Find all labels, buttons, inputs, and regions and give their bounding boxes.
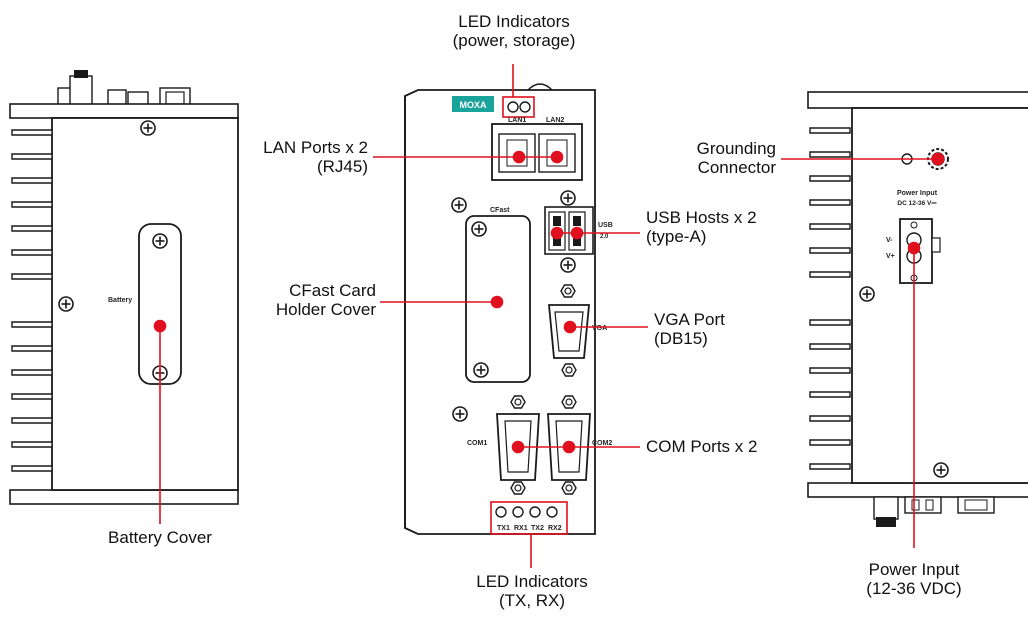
lan1-label: LAN1 (508, 117, 526, 124)
callout-grounding: Grounding Connector (670, 139, 776, 177)
callout-battery: Battery Cover (90, 528, 230, 547)
callout-lan-line2: (RJ45) (316, 157, 368, 176)
left-side-view: Battery (9, 70, 239, 505)
led-power-highlight (502, 96, 535, 118)
usb-label: USB (598, 222, 613, 229)
rx2-label: RX2 (548, 525, 562, 532)
com2-label: COM2 (592, 440, 612, 447)
led-txrx-highlight (490, 501, 568, 535)
callout-cfast-line1: CFast Card (289, 281, 376, 300)
callout-cfast-line2: Holder Cover (275, 300, 376, 319)
tx1-label: TX1 (497, 525, 510, 532)
callout-usb-line1: USB Hosts x 2 (646, 208, 757, 227)
callout-power-line1: Power Input (868, 560, 960, 579)
callout-lines (153, 64, 945, 568)
lan2-label: LAN2 (546, 117, 564, 124)
front-view: MOXA LAN1 LAN2 CFast USB 2.0 VG (404, 83, 613, 535)
callout-cfast: CFast Card Holder Cover (246, 281, 376, 319)
callout-led-txrx-line2: (TX, RX) (498, 591, 566, 610)
vplus-label: V+ (886, 253, 895, 260)
power-rating-label: DC 12-36 V⎓ (897, 200, 937, 207)
callout-vga-line1: VGA Port (654, 310, 725, 329)
callout-led-txrx-line1: LED Indicators (476, 572, 588, 591)
callout-com: COM Ports x 2 (646, 437, 786, 456)
callout-usb: USB Hosts x 2 (type-A) (646, 208, 786, 246)
callout-vga: VGA Port (DB15) (654, 310, 764, 348)
com1-label: COM1 (467, 440, 487, 447)
callout-vga-line2: (DB15) (654, 329, 708, 348)
moxa-logo (452, 96, 494, 112)
callout-led-power-line1: LED Indicators (458, 12, 570, 31)
brand-text: MOXA (460, 100, 488, 110)
rx1-label: RX1 (514, 525, 528, 532)
callout-lan: LAN Ports x 2 (RJ45) (240, 138, 368, 176)
battery-label: Battery (108, 297, 132, 304)
vga-label: VGA (592, 325, 607, 332)
callout-power-line2: (12-36 VDC) (866, 579, 962, 598)
power-title-label: Power Input (897, 190, 938, 197)
callout-com-line1: COM Ports x 2 (646, 437, 758, 456)
tx2-label: TX2 (531, 525, 544, 532)
vminus-label: V- (886, 237, 893, 244)
callout-grounding-line2: Connector (697, 158, 776, 177)
callout-led-power-line2: (power, storage) (452, 31, 576, 50)
callout-usb-line2: (type-A) (646, 227, 707, 246)
callout-led-txrx: LED Indicators (TX, RX) (450, 572, 614, 610)
callout-led-power: LED Indicators (power, storage) (432, 12, 596, 50)
cfast-label: CFast (490, 207, 510, 214)
callout-power: Power Input (12-36 VDC) (850, 560, 978, 598)
usb-version: 2.0 (600, 234, 609, 240)
callout-lan-line1: LAN Ports x 2 (263, 138, 368, 157)
right-side-view: Power Input DC 12-36 V⎓ V- V+ (807, 91, 1028, 527)
callout-battery-line1: Battery Cover (108, 528, 212, 547)
callout-grounding-line1: Grounding (696, 139, 776, 158)
